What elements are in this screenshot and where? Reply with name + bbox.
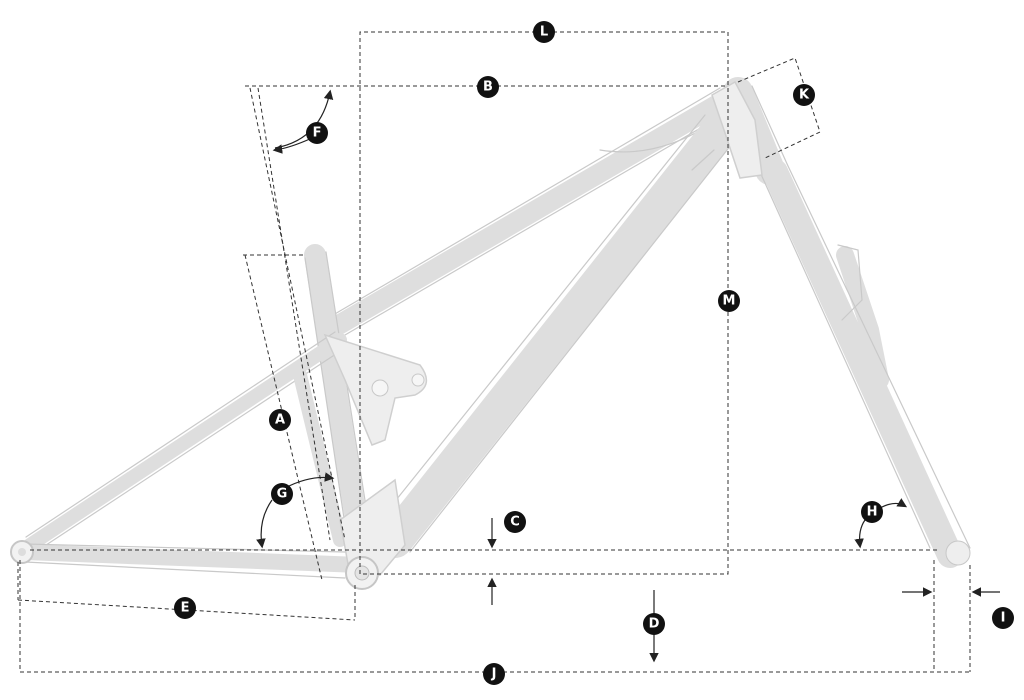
rear-shock xyxy=(293,368,347,547)
badge-L: L xyxy=(533,21,555,43)
dimension-J-line xyxy=(19,560,971,673)
label-H: H xyxy=(867,505,878,520)
seat-stay xyxy=(23,333,347,552)
badge-J: J xyxy=(483,663,505,685)
head-tube xyxy=(711,80,763,179)
label-L: L xyxy=(540,25,548,40)
down-tube xyxy=(377,112,738,558)
seat-tube xyxy=(304,244,371,556)
badge-K: K xyxy=(793,84,815,106)
label-M: M xyxy=(723,294,736,309)
label-D: D xyxy=(649,617,660,632)
badge-I: I xyxy=(992,607,1014,629)
label-C: C xyxy=(510,515,520,530)
label-E: E xyxy=(181,601,190,616)
bike-frame xyxy=(10,77,971,590)
dimension-A-line xyxy=(243,254,323,581)
label-G: G xyxy=(277,487,288,502)
chain-stay xyxy=(17,544,368,573)
label-A: A xyxy=(275,413,285,428)
badge-A: A xyxy=(269,409,291,431)
dimension-L-line xyxy=(359,31,729,575)
label-K: K xyxy=(799,88,810,103)
badge-C: C xyxy=(504,511,526,533)
badge-D: D xyxy=(643,613,665,635)
top-tube xyxy=(320,90,735,340)
label-B: B xyxy=(483,80,493,95)
badge-H: H xyxy=(861,501,883,523)
badge-F: F xyxy=(306,122,328,144)
label-J: J xyxy=(491,667,497,682)
label-I: I xyxy=(1001,611,1006,626)
label-F: F xyxy=(313,126,322,141)
suspension-fork xyxy=(723,77,971,568)
badge-G: G xyxy=(271,483,293,505)
badge-B: B xyxy=(477,76,499,98)
badge-E: E xyxy=(174,597,196,619)
badge-M: M xyxy=(718,290,740,312)
dimension-lines xyxy=(17,31,971,673)
